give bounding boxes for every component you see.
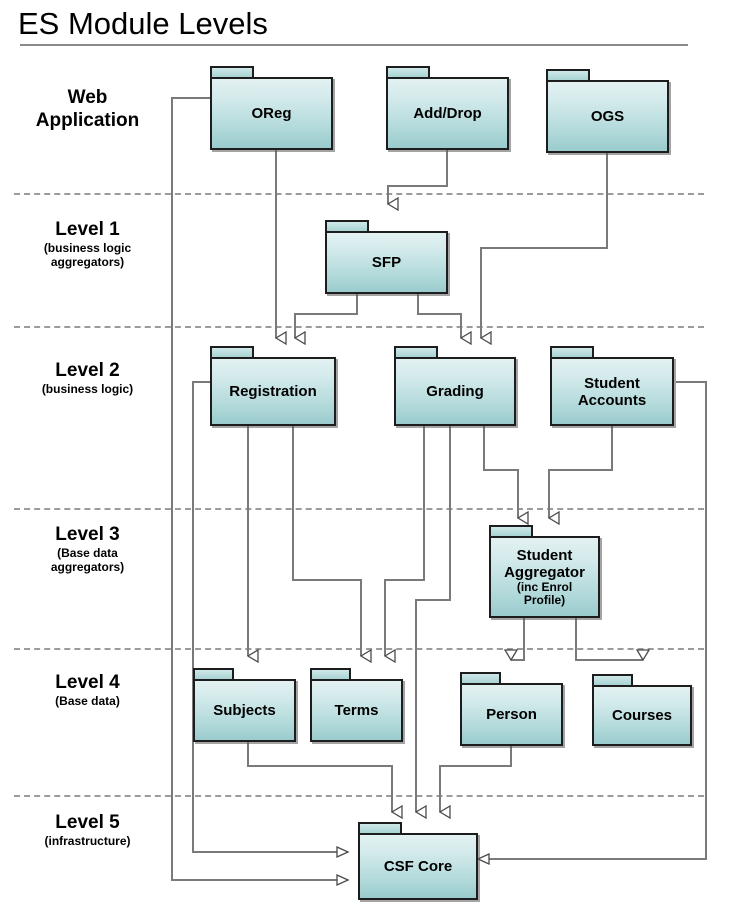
package-add-drop[interactable]: Add/Drop bbox=[386, 66, 509, 150]
package-label-student-accounts: Student Accounts bbox=[575, 375, 649, 409]
package-body: Terms bbox=[310, 679, 403, 742]
package-body: Grading bbox=[394, 357, 516, 426]
package-grading[interactable]: Grading bbox=[394, 346, 516, 426]
package-body: Student Aggregator (inc Enrol Profile) bbox=[489, 536, 600, 618]
band-label-level-3-name: Level 3 bbox=[55, 524, 120, 545]
page-title: ES Module Levels bbox=[18, 6, 268, 41]
band-label-level-1-name: Level 1 bbox=[55, 219, 120, 240]
band-label-level-2-sub1: (business logic) bbox=[41, 382, 134, 396]
package-body: SFP bbox=[325, 231, 448, 294]
connector-sfp-to-registration bbox=[294, 292, 358, 338]
separator-level2-level3 bbox=[14, 508, 704, 510]
package-body: Registration bbox=[210, 357, 336, 426]
band-label-level-3-sub2: aggregators) bbox=[50, 560, 125, 574]
package-ogs[interactable]: OGS bbox=[546, 69, 669, 153]
package-label-sub1: (inc Enrol bbox=[516, 580, 573, 594]
connector-subjects-to-csf-core bbox=[247, 742, 392, 812]
band-label-level-4-sub1: (Base data) bbox=[55, 694, 120, 708]
package-label-sfp: SFP bbox=[371, 254, 402, 271]
connector-person-to-csf-core bbox=[439, 742, 512, 812]
package-label-registration: Registration bbox=[229, 383, 317, 400]
band-label-level-4: Level 4 (Base data) bbox=[0, 672, 175, 708]
separator-level3-level4 bbox=[14, 648, 704, 650]
connector-student-accounts-to-csf-core bbox=[476, 381, 707, 866]
package-label-line1: Student bbox=[584, 374, 640, 392]
band-label-web-application-line2: Application bbox=[35, 110, 140, 131]
package-sfp[interactable]: SFP bbox=[325, 220, 448, 294]
band-label-level-5-name: Level 5 bbox=[55, 812, 120, 833]
package-body: OReg bbox=[210, 77, 333, 150]
connector-grading-to-terms bbox=[384, 424, 425, 656]
band-label-level-1-sub1: (business logic bbox=[43, 241, 132, 255]
band-label-level-1: Level 1 (business logic aggregators) bbox=[0, 219, 175, 269]
separator-level4-level5 bbox=[14, 795, 704, 797]
separator-web-level1 bbox=[14, 193, 704, 195]
package-oreg[interactable]: OReg bbox=[210, 66, 333, 150]
package-label-ogs: OGS bbox=[590, 108, 625, 125]
connector-add-drop-to-sfp bbox=[387, 150, 448, 204]
connector-sfp-to-grading bbox=[417, 292, 461, 338]
package-body: CSF Core bbox=[358, 833, 478, 900]
package-label-csf-core: CSF Core bbox=[383, 858, 453, 875]
band-label-level-2-name: Level 2 bbox=[55, 360, 120, 381]
connector-student-accounts-to-student-aggregator bbox=[548, 424, 613, 518]
package-registration[interactable]: Registration bbox=[210, 346, 336, 426]
band-label-web-application-line1: Web bbox=[67, 87, 108, 108]
package-label-student-aggregator: Student Aggregator (inc Enrol Profile) bbox=[501, 547, 588, 607]
band-label-level-5-sub1: (infrastructure) bbox=[44, 834, 131, 848]
band-label-level-3: Level 3 (Base data aggregators) bbox=[0, 524, 175, 574]
package-label-add-drop: Add/Drop bbox=[413, 105, 482, 122]
package-body: Subjects bbox=[193, 679, 296, 742]
band-label-level-2: Level 2 (business logic) bbox=[0, 360, 175, 396]
separator-level1-level2 bbox=[14, 326, 704, 328]
package-csf-core[interactable]: CSF Core bbox=[358, 822, 478, 900]
connector-student-aggregator-to-courses bbox=[575, 617, 643, 661]
package-body: Courses bbox=[592, 685, 692, 746]
package-body: OGS bbox=[546, 80, 669, 153]
connector-grading-to-student-aggregator bbox=[483, 424, 518, 518]
package-label-line1: Student bbox=[516, 547, 573, 564]
package-body: Add/Drop bbox=[386, 77, 509, 150]
package-body: Person bbox=[460, 683, 563, 746]
connector-grading-to-csf-core bbox=[415, 424, 451, 812]
title-block: ES Module Levels bbox=[18, 6, 718, 50]
package-courses[interactable]: Courses bbox=[592, 674, 692, 746]
package-label-sub2: Profile) bbox=[523, 593, 566, 607]
package-student-accounts[interactable]: Student Accounts bbox=[550, 346, 674, 426]
package-label-subjects: Subjects bbox=[213, 702, 276, 719]
band-label-level-3-sub1: (Base data bbox=[57, 546, 118, 560]
title-underline bbox=[20, 44, 688, 46]
band-label-level-4-name: Level 4 bbox=[55, 672, 120, 693]
package-label-terms: Terms bbox=[334, 702, 379, 719]
band-label-web-application: Web Application bbox=[0, 86, 175, 132]
package-body: Student Accounts bbox=[550, 357, 674, 426]
connector-registration-to-terms bbox=[292, 424, 361, 656]
connector-registration-to-csf-core bbox=[192, 381, 350, 859]
band-label-level-1-sub2: aggregators) bbox=[50, 255, 125, 269]
connector-oreg-to-csf-core bbox=[171, 97, 350, 887]
package-label-oreg: OReg bbox=[251, 105, 292, 122]
package-label-person: Person bbox=[486, 706, 537, 723]
package-label-line2: Aggregator bbox=[504, 564, 585, 581]
package-subjects[interactable]: Subjects bbox=[193, 668, 296, 742]
package-label-grading: Grading bbox=[426, 383, 484, 400]
package-student-aggregator[interactable]: Student Aggregator (inc Enrol Profile) bbox=[489, 525, 600, 618]
package-label-line2: Accounts bbox=[577, 391, 647, 409]
package-label-courses: Courses bbox=[611, 707, 673, 724]
package-terms[interactable]: Terms bbox=[310, 668, 403, 742]
connector-student-aggregator-to-person bbox=[511, 617, 525, 660]
package-person[interactable]: Person bbox=[460, 672, 563, 746]
band-label-level-5: Level 5 (infrastructure) bbox=[0, 812, 175, 848]
connector-ogs-to-grading bbox=[480, 152, 608, 338]
